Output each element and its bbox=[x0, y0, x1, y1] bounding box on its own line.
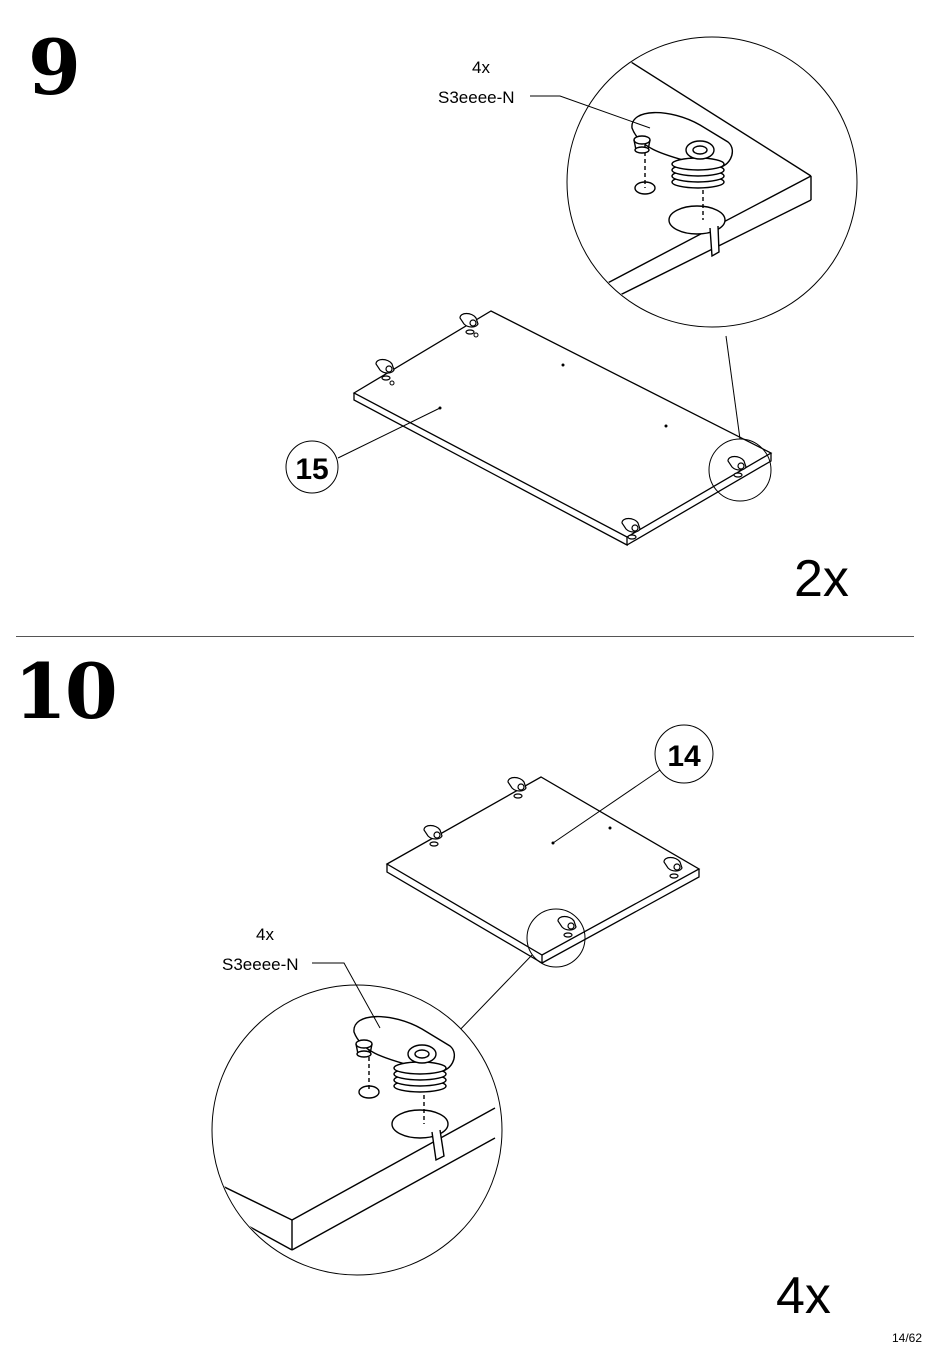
step-9-panel bbox=[354, 311, 771, 545]
step-9-part-number: 15 bbox=[295, 453, 328, 486]
step-10-zoom-detail bbox=[210, 985, 502, 1275]
step-10-part-number: 14 bbox=[667, 740, 701, 773]
step-10-panel bbox=[387, 777, 699, 963]
step-9-zoom-detail bbox=[567, 37, 857, 327]
